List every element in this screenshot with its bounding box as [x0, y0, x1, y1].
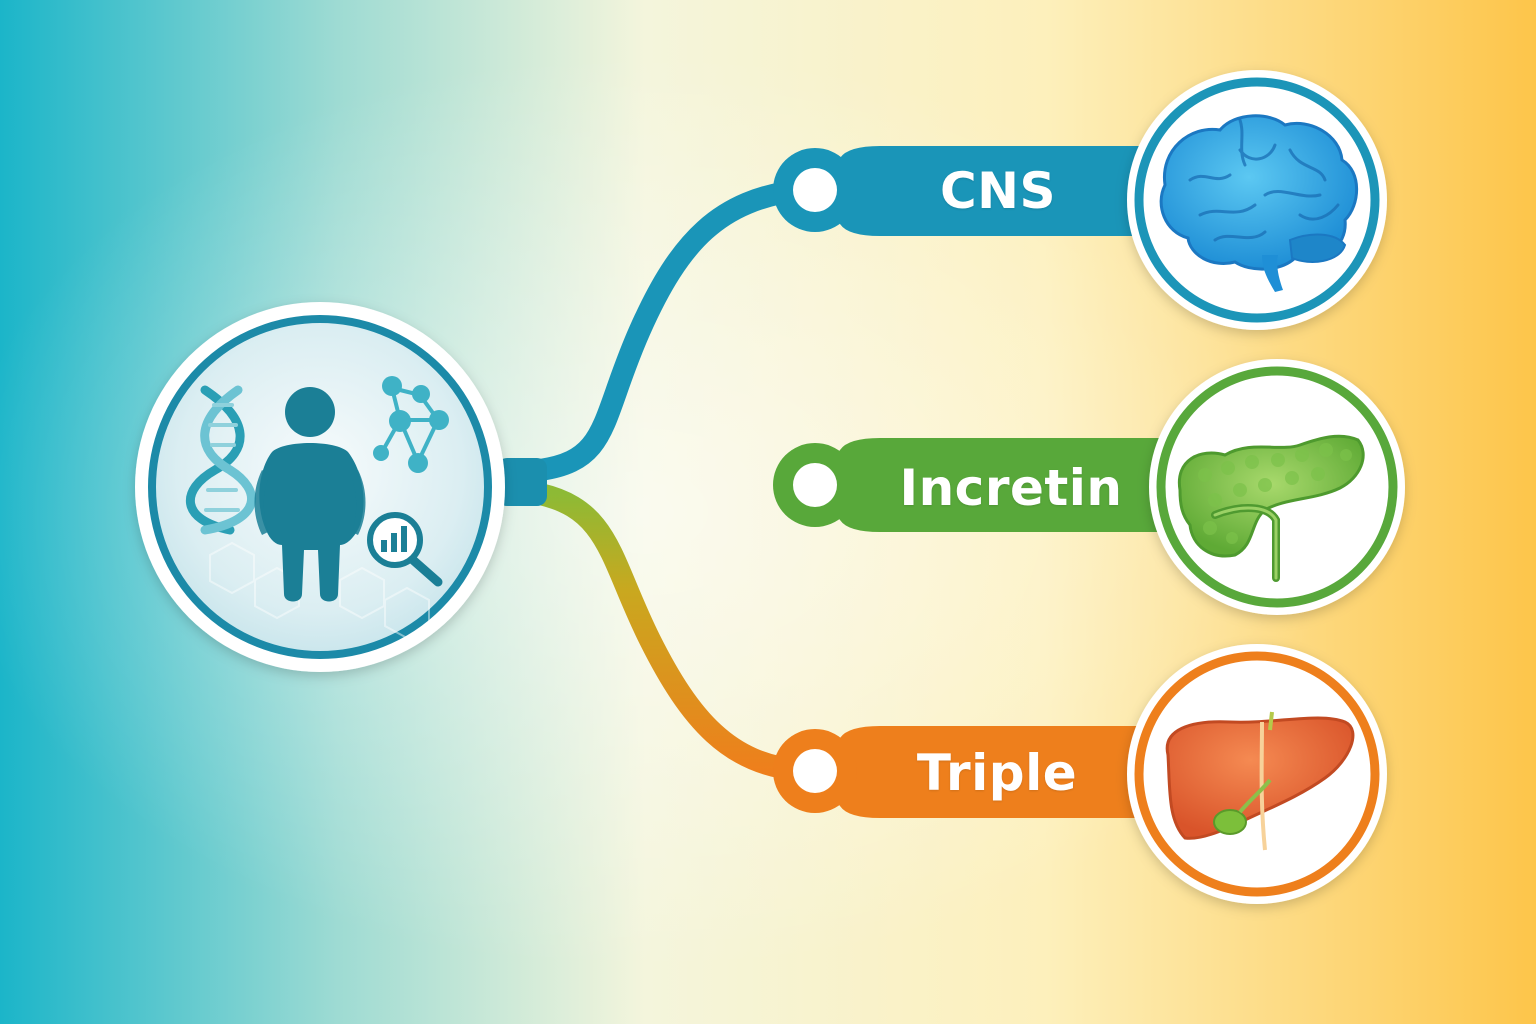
path-cns [529, 179, 811, 481]
pill-incretin [815, 438, 1170, 532]
liver-icon [1165, 711, 1355, 851]
person-with-obesity-icon [254, 387, 366, 602]
label-cns: CNS [939, 162, 1057, 220]
connector-paths [529, 179, 823, 781]
brain-icon [1159, 114, 1359, 292]
dna-icon [186, 385, 256, 535]
hexagon-pattern [209, 541, 430, 640]
molecule-icon [373, 376, 449, 473]
branch-incretin [773, 438, 1170, 532]
node-cns-dot [793, 168, 837, 212]
pancreas-icon [1177, 434, 1365, 582]
pill-cns [815, 146, 1150, 236]
path-triple [529, 483, 811, 781]
branch-cns [773, 146, 1150, 236]
junction-block [497, 458, 547, 506]
branch-triple [773, 726, 1150, 818]
pill-triple [815, 726, 1150, 818]
magnifier-chart-icon [367, 512, 443, 587]
label-incretin: Incretin [899, 459, 1123, 517]
node-triple-dot [793, 749, 837, 793]
label-triple: Triple [916, 744, 1078, 802]
node-incretin-dot [793, 463, 837, 507]
